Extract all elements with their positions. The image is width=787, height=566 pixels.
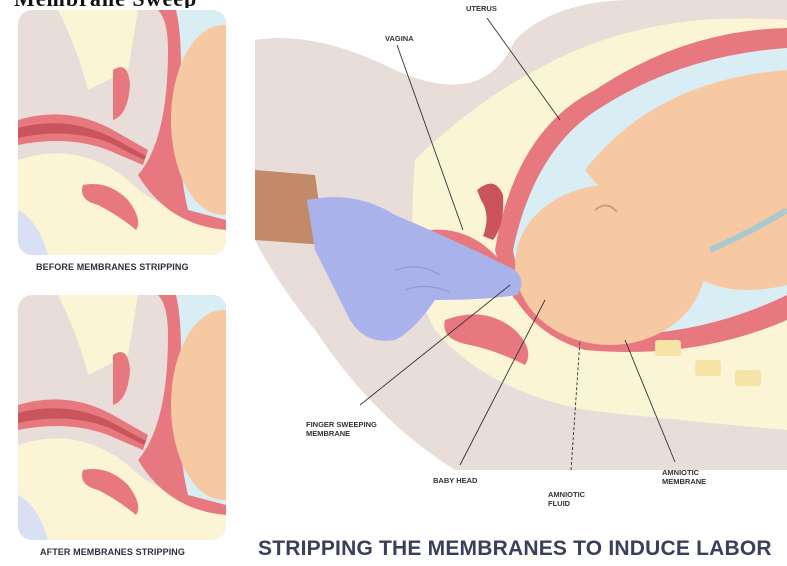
label-finger: FINGER SWEEPING MEMBRANE — [306, 420, 396, 438]
main-title: STRIPPING THE MEMBRANES TO INDUCE LABOR — [258, 537, 772, 561]
bone-mark — [735, 370, 761, 386]
before-panel — [18, 10, 226, 255]
label-baby-head: BABY HEAD — [433, 476, 477, 485]
bone-mark — [695, 360, 721, 376]
after-caption: AFTER MEMBRANES STRIPPING — [40, 547, 185, 557]
before-caption: BEFORE MEMBRANES STRIPPING — [36, 262, 189, 272]
main-diagram — [255, 0, 787, 470]
label-amniotic-fluid: AMNIOTIC FLUID — [548, 490, 600, 508]
baby-head-shape — [515, 185, 705, 345]
bone-mark — [655, 340, 681, 356]
after-panel — [18, 295, 226, 540]
label-vagina: VAGINA — [385, 34, 414, 43]
label-uterus: UTERUS — [466, 4, 497, 13]
label-amniotic-membrane: AMNIOTIC MEMBRANE — [662, 468, 722, 486]
